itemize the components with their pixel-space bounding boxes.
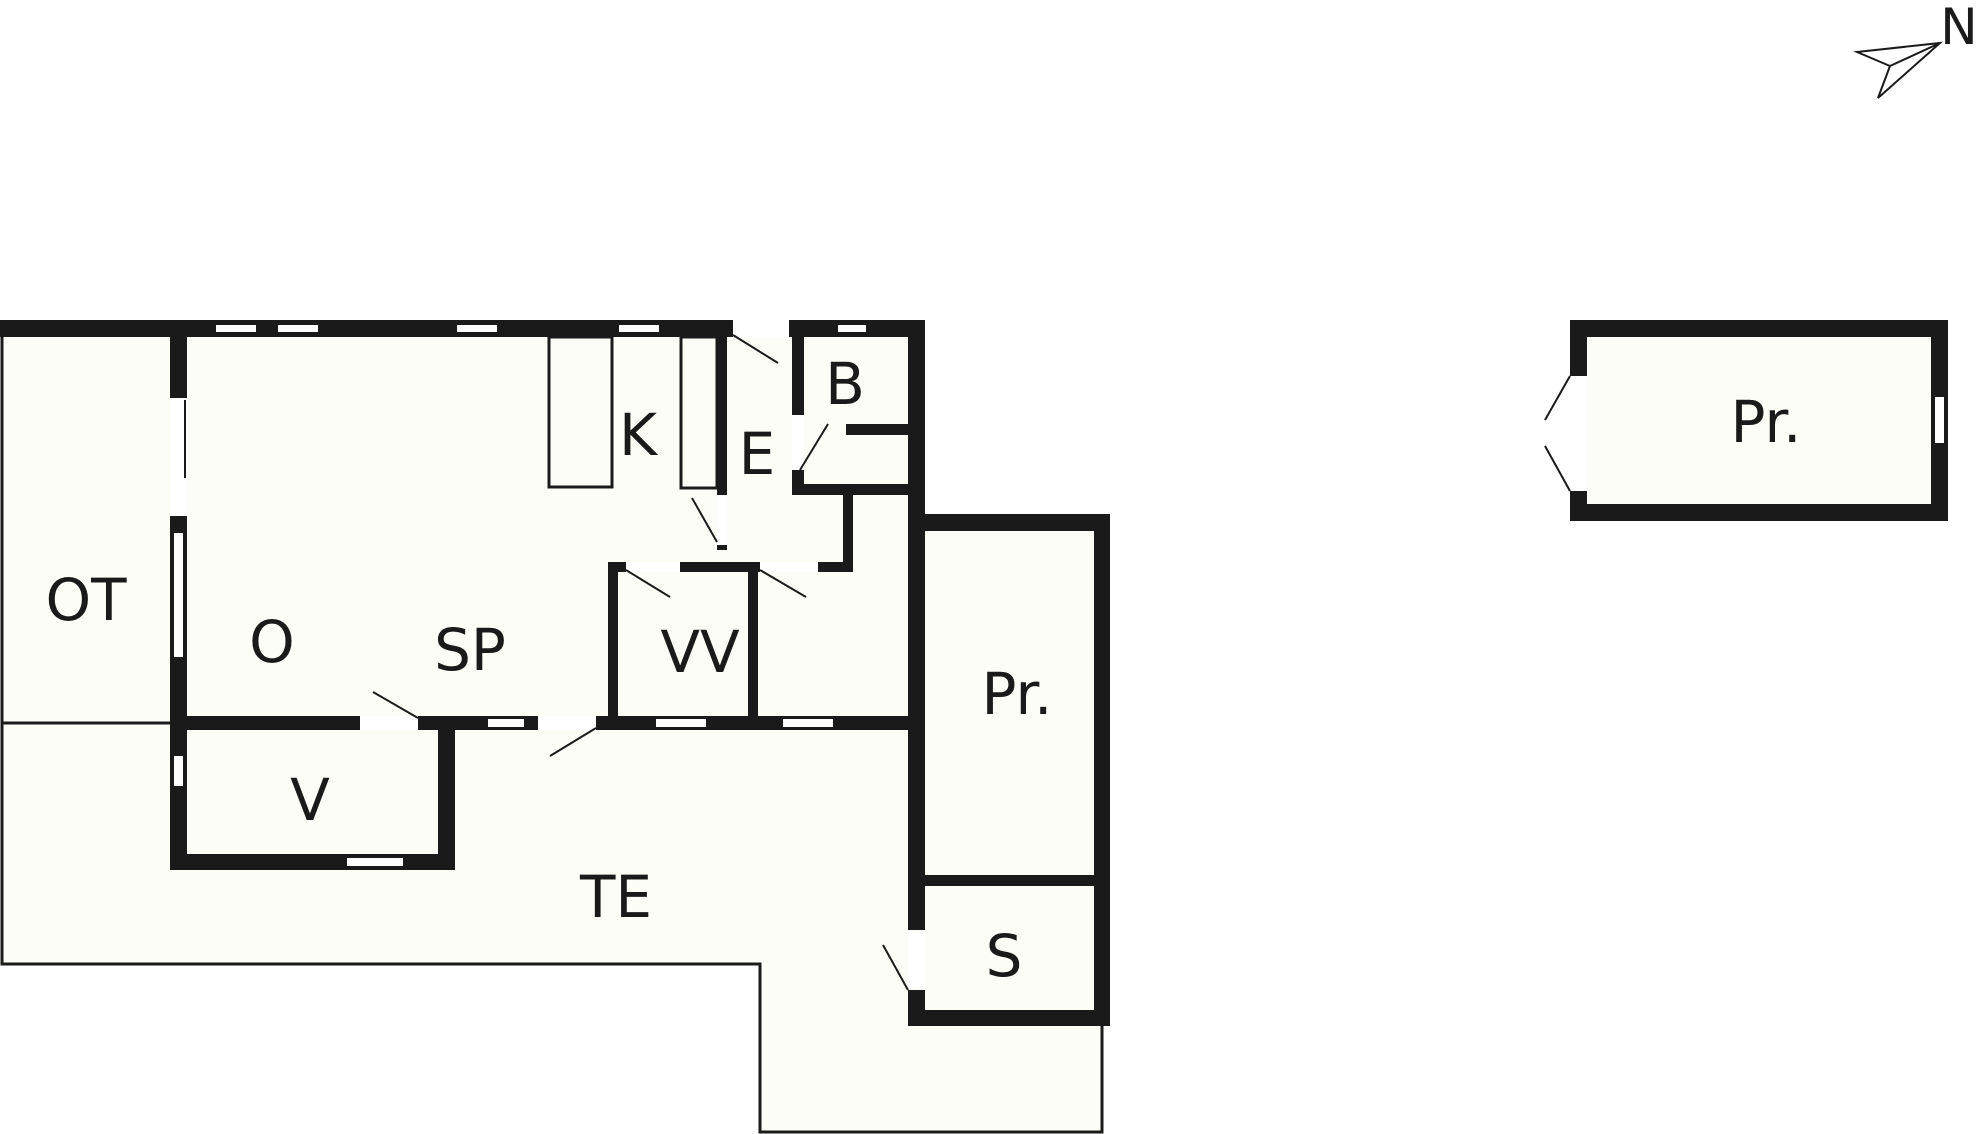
door-swing (759, 569, 807, 598)
door-swing (882, 944, 909, 991)
north-arrow-needle (1853, 41, 1944, 99)
door-opening (733, 320, 789, 337)
room-label-k: K (619, 401, 659, 469)
wall-outbuilding-bottom (1570, 504, 1948, 521)
main-house: OT O SP K E B VV V TE Pr. S (0, 320, 1110, 1134)
window (216, 325, 256, 332)
door-opening (1570, 376, 1587, 491)
terrace-outline (0, 332, 1104, 1134)
door-swing (1544, 375, 1571, 421)
door-swing (1544, 445, 1571, 492)
room-label-o: O (249, 608, 295, 676)
room-label-te: TE (579, 863, 652, 931)
wall-b-stub (846, 424, 910, 435)
door-opening (626, 562, 680, 572)
door-opening (792, 415, 804, 470)
door-swing (691, 497, 718, 543)
wall-k-e (717, 330, 727, 550)
wall-vv-right (748, 562, 758, 722)
room-label-vv: VV (660, 618, 740, 686)
door-swing (799, 423, 829, 471)
wall-e-lower (843, 495, 853, 565)
door-swing (625, 569, 671, 598)
window (656, 719, 706, 727)
door-swing (732, 334, 779, 364)
room-label-pr-outbuilding: Pr. (1731, 388, 1802, 456)
wall-v-bottom (170, 854, 455, 870)
room-label-v: V (290, 766, 330, 834)
wall-vv-top (608, 562, 853, 572)
door-opening (538, 716, 596, 730)
wall-v-right (438, 716, 455, 868)
window (347, 858, 403, 866)
door-opening (360, 716, 418, 730)
wall-pr-top (908, 514, 1110, 531)
kitchen-counter-1 (547, 335, 614, 489)
wall-pr-left (908, 720, 925, 930)
room-label-pr: Pr. (982, 660, 1053, 728)
window (457, 325, 497, 332)
outbuilding: Pr. (1544, 320, 1948, 521)
room-label-ot: OT (45, 566, 127, 634)
window (174, 756, 183, 786)
wall-outbuilding-top (1570, 320, 1948, 337)
window (278, 325, 318, 332)
wall-pr-right (1094, 514, 1110, 1026)
window (488, 719, 524, 727)
door-swing (549, 727, 597, 757)
compass-label: N (1940, 0, 1977, 56)
north-arrow-icon: N (1853, 0, 1978, 99)
door-opening (908, 932, 925, 988)
window (619, 325, 659, 332)
door-opening (760, 562, 818, 572)
room-label-e: E (739, 420, 776, 488)
north-arrow-spine (1889, 42, 1941, 67)
outbuilding-floor (1570, 320, 1948, 520)
window (838, 325, 866, 332)
door-opening (170, 398, 187, 516)
wall-vv-left (608, 562, 618, 722)
window (783, 719, 833, 727)
wall-pr-s-divider (925, 875, 1095, 886)
room-label-s: S (986, 922, 1023, 990)
window (1935, 397, 1944, 443)
window (174, 533, 183, 657)
room-label-sp: SP (434, 616, 506, 684)
door-opening (717, 495, 727, 545)
kitchen-counter-2 (679, 335, 719, 490)
wall-s-bottom (908, 1010, 1110, 1026)
door-swing (372, 691, 419, 719)
wall-b-bottom (792, 484, 917, 495)
room-label-b: B (825, 350, 865, 418)
